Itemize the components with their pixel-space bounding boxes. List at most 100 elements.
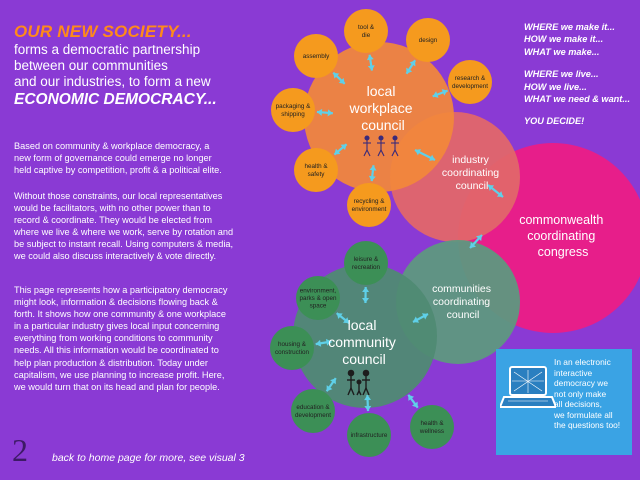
paragraph-line: new form of governance could emerge no l… — [14, 153, 212, 164]
you-decide: YOU DECIDE! — [524, 116, 585, 127]
congress-label: commonwealth coordinating congress — [519, 213, 607, 259]
headline-emphasis: ECONOMIC DEMOCRACY... — [14, 91, 217, 108]
paragraph-line: everything from working conditions to co… — [14, 333, 213, 344]
paragraph-1: Based on community & workplace democracy… — [14, 140, 276, 176]
arrow-head — [366, 54, 374, 61]
community-node-0 — [344, 241, 388, 285]
paragraph-line: be subject to instant recall. Using comp… — [14, 239, 234, 250]
sidebar-questions: WHERE we make it... HOW we make it... WH… — [524, 21, 636, 128]
arrow-head — [409, 60, 416, 67]
laptop-icon — [500, 366, 556, 408]
home-page-link[interactable]: back to home page for more, see visual 3 — [52, 452, 245, 464]
paragraph-line: forth. It shows how one community & one … — [14, 309, 226, 320]
workplace-node-label: design — [419, 37, 438, 44]
paragraph-line: where we live & where we work, serve by … — [14, 227, 234, 238]
workers-icon — [363, 135, 399, 157]
workplace-node-3 — [448, 60, 492, 104]
paragraph-3: This page represents how a participatory… — [14, 284, 276, 393]
arrow-head — [411, 401, 418, 408]
paragraph-2: Without those constraints, our local rep… — [14, 190, 276, 263]
headline-title: OUR NEW SOCIETY... — [14, 22, 192, 41]
workplace-node-label: assembly — [303, 53, 330, 60]
paragraph-line: capitalism, we use planning to increase … — [14, 369, 225, 380]
arrow-head — [428, 154, 435, 161]
arrow-head — [488, 185, 495, 191]
community-node-1 — [296, 276, 340, 320]
industry-council-label: industry coordinating council — [442, 154, 502, 192]
workplace-node-4 — [271, 88, 315, 132]
community-node-label: infrastructure — [351, 432, 388, 439]
info-line: In an electronic — [554, 357, 611, 367]
arrow-head — [336, 313, 343, 319]
community-council-label: local community council — [328, 317, 400, 367]
arrow-head — [413, 316, 420, 323]
workplace-node-label: tool &die — [358, 24, 375, 39]
how-live-line: HOW we live... — [524, 81, 587, 92]
what-make-line: WHAT we make... — [524, 46, 600, 57]
arrow-head — [368, 175, 376, 182]
workplace-node-label: packaging &shipping — [276, 103, 311, 118]
arrow-head — [327, 109, 333, 117]
arrow-head — [496, 191, 503, 197]
info-box: In an electronic interactive democracy w… — [496, 349, 632, 455]
arrow-head — [316, 108, 323, 116]
headline-line-3: and our industries, to form a new — [14, 74, 211, 89]
arrow-head — [330, 378, 336, 385]
paragraph-line: might look, information & decisions flow… — [14, 297, 218, 308]
arrow-head — [315, 339, 322, 347]
workplace-node-0 — [344, 9, 388, 53]
info-line: the questions too! — [554, 420, 621, 430]
workplace-node-1 — [406, 18, 450, 62]
info-line: we formulate all — [554, 409, 613, 420]
info-line: not only make — [554, 388, 607, 399]
arrow-head — [326, 385, 333, 392]
headline-line-2: between our communities — [14, 58, 168, 73]
communities-council-label: communities coordinating council — [432, 283, 494, 321]
arrow-head — [364, 405, 372, 412]
paragraph-line: needs. All this information would be coo… — [14, 345, 219, 356]
how-make-line: HOW we make it... — [524, 34, 604, 45]
paragraph-line: held captive by competition, profit & a … — [14, 165, 222, 176]
workplace-council-label: local workplace council — [349, 83, 417, 133]
community-node-5 — [410, 405, 454, 449]
arrow-head — [325, 338, 332, 346]
workplace-node-5 — [294, 148, 338, 192]
community-node-3 — [291, 389, 335, 433]
arrow-head — [406, 67, 413, 74]
what-need-line: WHAT we need & want... — [524, 93, 631, 104]
workplace-node-label: health &safety — [304, 163, 328, 178]
arrow-head — [343, 317, 350, 324]
workplace-node-label: recycling &environment — [352, 198, 387, 213]
info-line: interactive — [554, 367, 593, 378]
paragraph-line: in a particular industry gives local inp… — [14, 321, 220, 332]
page-number: 2 — [12, 432, 28, 468]
community-node-label: housing &construction — [275, 341, 309, 356]
arrow-head — [415, 149, 422, 156]
arrow-head — [340, 144, 347, 151]
paragraph-line: we could also discuss interactively & vo… — [14, 251, 217, 262]
workplace-node-6 — [347, 183, 391, 227]
arrow-head — [408, 394, 415, 401]
arrow-head — [476, 235, 482, 242]
paragraph-line: help plan production & distribution. Tod… — [14, 357, 208, 368]
paragraph-line: Without those constraints, our local rep… — [14, 191, 223, 201]
community-node-2 — [270, 326, 314, 370]
paragraph-line: Based on community & workplace democracy… — [14, 141, 210, 151]
arrow-head — [338, 77, 345, 84]
where-make-line: WHERE we make it... — [524, 22, 615, 32]
workplace-node-2 — [294, 34, 338, 78]
info-line: democracy we — [554, 378, 608, 388]
info-box-text: In an electronic interactive democracy w… — [554, 357, 630, 431]
arrow-head — [362, 286, 370, 293]
arrow-head — [333, 72, 340, 79]
arrow-head — [432, 91, 439, 98]
paragraph-line: record & coordinate. They would be elect… — [14, 215, 212, 226]
where-live-line: WHERE we live... — [524, 69, 599, 80]
community-node-4 — [347, 413, 391, 457]
headline-line-1: forms a democratic partnership — [14, 42, 201, 57]
arrow-head — [421, 313, 428, 320]
community-node-label: health &wellness — [419, 420, 444, 435]
info-line: all decisions, — [554, 399, 602, 409]
